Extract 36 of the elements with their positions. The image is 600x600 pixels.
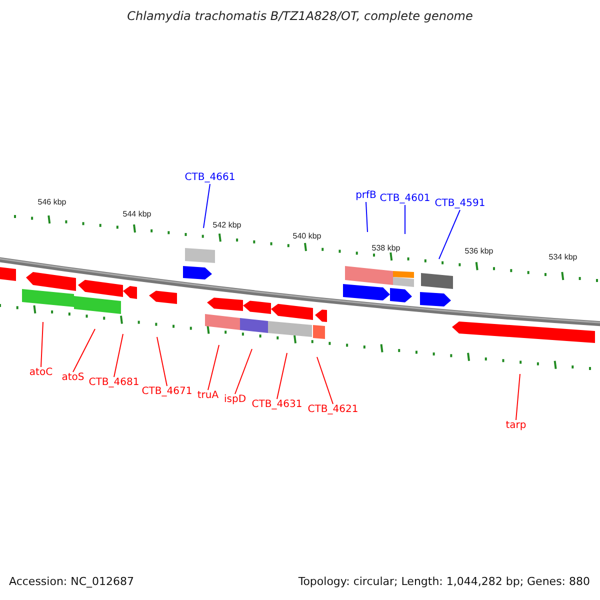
scale-label: 538 kbp bbox=[372, 244, 400, 252]
scale-label: 542 kbp bbox=[212, 220, 242, 230]
leader-line bbox=[40, 322, 44, 368]
diagram-title: Chlamydia trachomatis B/TZ1A828/OT, complete genome bbox=[126, 9, 474, 23]
gene-label: CTB_4671 bbox=[142, 386, 192, 398]
gene-label: atoC bbox=[29, 367, 53, 379]
gene-label: prfB bbox=[356, 190, 376, 202]
accession-text: Accession: NC_012687 bbox=[9, 575, 134, 588]
scale-label: 534 kbp bbox=[548, 252, 578, 262]
leader-line bbox=[203, 184, 210, 228]
scale-label: 546 kbp bbox=[38, 198, 66, 206]
gene-label: CTB_4631 bbox=[252, 399, 302, 411]
leader-line bbox=[234, 348, 252, 394]
leader-line bbox=[276, 352, 288, 400]
scale-label: 540 kbp bbox=[292, 232, 322, 240]
leader-line bbox=[72, 328, 96, 372]
gene-label: tarp bbox=[506, 420, 526, 432]
gene-label: CTB_4681 bbox=[88, 377, 140, 389]
genome-info: Topology: circular; Length: 1,044,282 bp; Genes: 880 bbox=[298, 575, 590, 588]
gene-label: CTB_4601 bbox=[380, 193, 430, 205]
leader-line bbox=[404, 204, 406, 234]
leader-line bbox=[156, 336, 168, 386]
leader-line bbox=[438, 210, 460, 260]
scale-label: 536 kbp bbox=[464, 246, 494, 256]
gene-label: ispD bbox=[224, 394, 246, 406]
leader-line bbox=[366, 202, 368, 232]
scale-label: 544 kbp bbox=[122, 210, 152, 218]
gene-label: CTB_4661 bbox=[184, 172, 236, 184]
leader-line bbox=[516, 374, 520, 420]
gene-label: CTB_4591 bbox=[434, 198, 486, 210]
gene-label: atoS bbox=[62, 372, 84, 384]
leader-line bbox=[316, 356, 334, 404]
leader-line bbox=[114, 334, 124, 378]
gene-label: truA bbox=[197, 390, 219, 402]
leader-line bbox=[208, 344, 220, 390]
gene-label: CTB_4621 bbox=[308, 404, 358, 416]
